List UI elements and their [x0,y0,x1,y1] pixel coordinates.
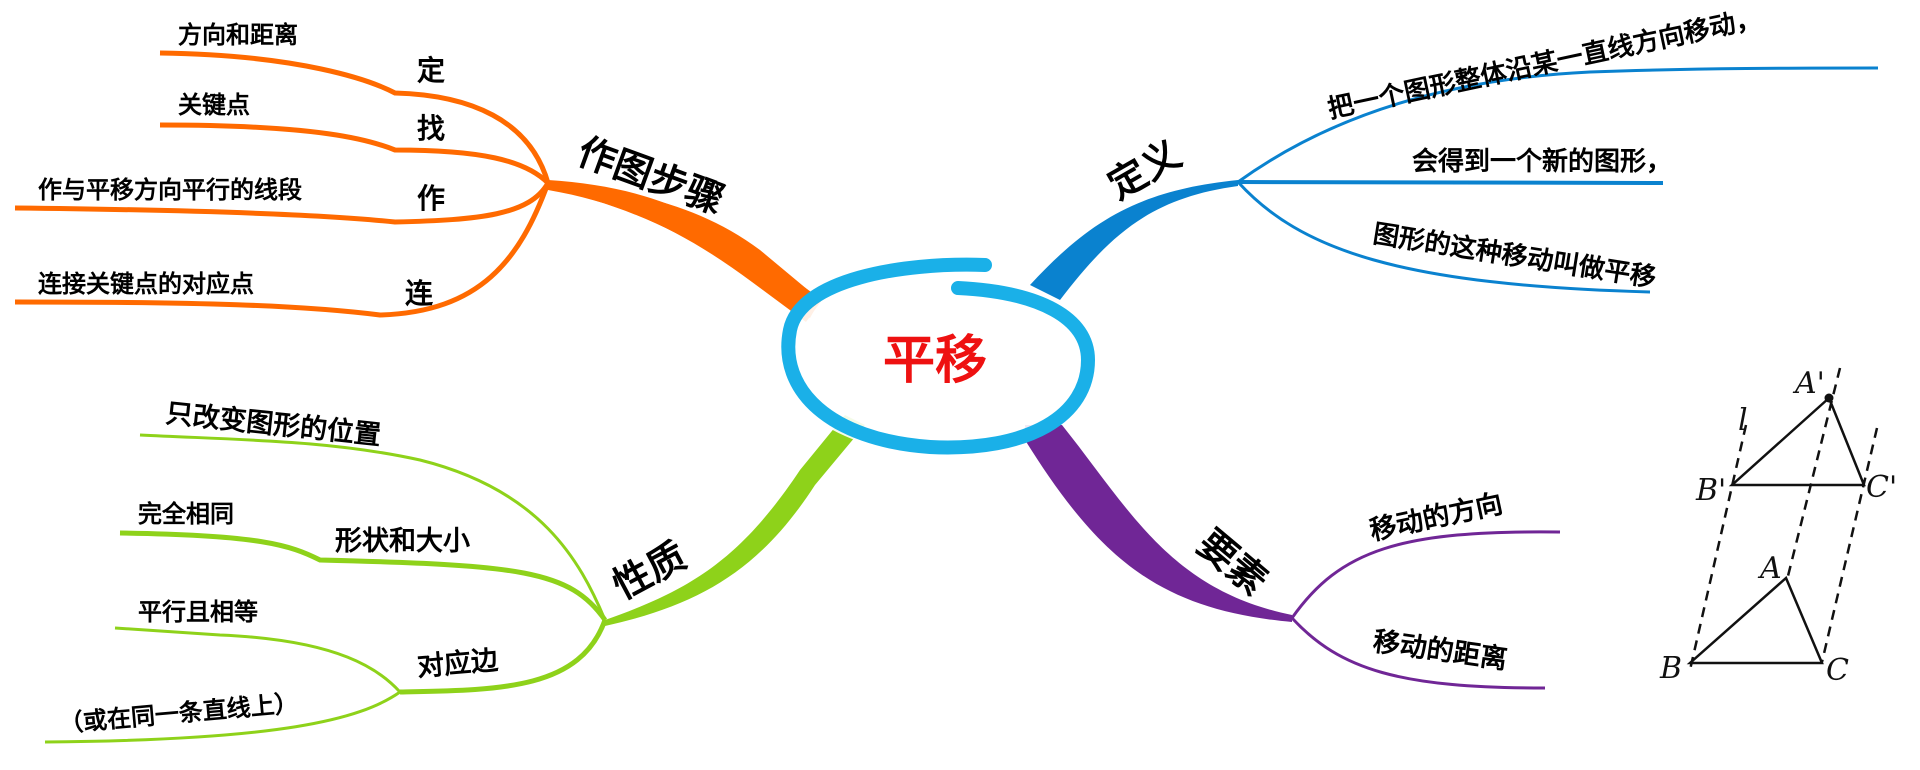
label-B-prime: B' [1695,473,1726,508]
dashed-line-C [1820,427,1879,663]
branch-definition-trunk [1030,180,1238,300]
branch-properties-trunk [605,415,865,626]
element-distance-leaf[interactable]: 移动的距离 [1371,625,1509,675]
label-C-prime: C' [1866,470,1897,505]
triangle-original [1686,575,1824,665]
definition-line-1[interactable]: 把一个图形整体沿某一直线方向移动， [1325,3,1764,125]
step-ding-leaf[interactable]: 方向和距离 [178,21,298,49]
point-A-prime [1824,393,1834,403]
step-zuo-leaf[interactable]: 作与平移方向平行的线段 [38,176,302,204]
sub-branch-def-3 [1236,180,1651,294]
triangle-prime [1728,395,1866,487]
definition-line-2[interactable]: 会得到一个新的图形， [1412,146,1672,177]
sub-branch-el-distance [1290,616,1546,690]
label-A-prime: A' [1792,366,1825,401]
property-sides-leaf-1[interactable]: 平行且相等 [138,598,258,626]
step-lian-label[interactable]: 连 [405,277,434,310]
property-shape-label[interactable]: 形状和大小 [335,526,470,557]
sub-branch-lian [14,182,551,318]
step-zuo-label[interactable]: 作 [417,182,445,215]
center-ring [781,257,1096,455]
definition-line-3[interactable]: 图形的这种移动叫做平移 [1371,218,1658,293]
sub-branch-prop-sides-1 [114,626,402,694]
step-zhao-leaf[interactable]: 关键点 [178,91,250,119]
sub-branch-prop-position [139,433,607,621]
branch-elements: 要素 移动的方向 移动的距离 [1025,425,1561,690]
step-ding-label[interactable]: 定 [417,54,445,87]
sub-branch-prop-sides [399,619,608,695]
label-B: B [1659,651,1682,686]
sub-branch-ding [159,50,551,184]
center-label: 平移 [883,331,987,391]
sub-branch-zhao [159,122,550,185]
property-shape-leaf[interactable]: 完全相同 [138,500,234,528]
translation-figure [1686,367,1879,671]
label-A: A [1757,551,1782,586]
step-lian-leaf[interactable]: 连接关键点的对应点 [38,270,254,298]
sub-branch-el-direction [1290,530,1561,619]
label-l: l [1738,403,1748,438]
branch-steps: 作图步骤 定 找 作 连 方向和距离 关键点 作与平移方向平行的线段 连接关键点… [14,21,822,322]
sub-branch-zuo [14,181,551,225]
branch-elements-trunk [1025,425,1292,622]
center-node[interactable]: 平移 [781,257,1096,455]
property-sides-label[interactable]: 对应边 [416,644,500,683]
sub-branch-prop-shape [119,530,608,622]
sub-branch-def-2 [1237,180,1664,185]
label-C: C [1826,653,1849,688]
branch-properties: 性质 只改变图形的位置 形状和大小 完全相同 对应边 平行且相等 （或在同一条直… [44,397,865,744]
sub-branch-def-1 [1237,66,1879,184]
dashed-line-l [1688,424,1748,671]
property-position-leaf[interactable]: 只改变图形的位置 [164,397,382,451]
step-zhao-label[interactable]: 找 [417,112,445,145]
branch-definition: 定义 把一个图形整体沿某一直线方向移动， 会得到一个新的图形， 图形的这种移动叫… [1030,3,1879,300]
figure-labels: A' l B' C' A B C [1659,366,1897,688]
sub-branch-prop-sides-2 [44,690,401,744]
